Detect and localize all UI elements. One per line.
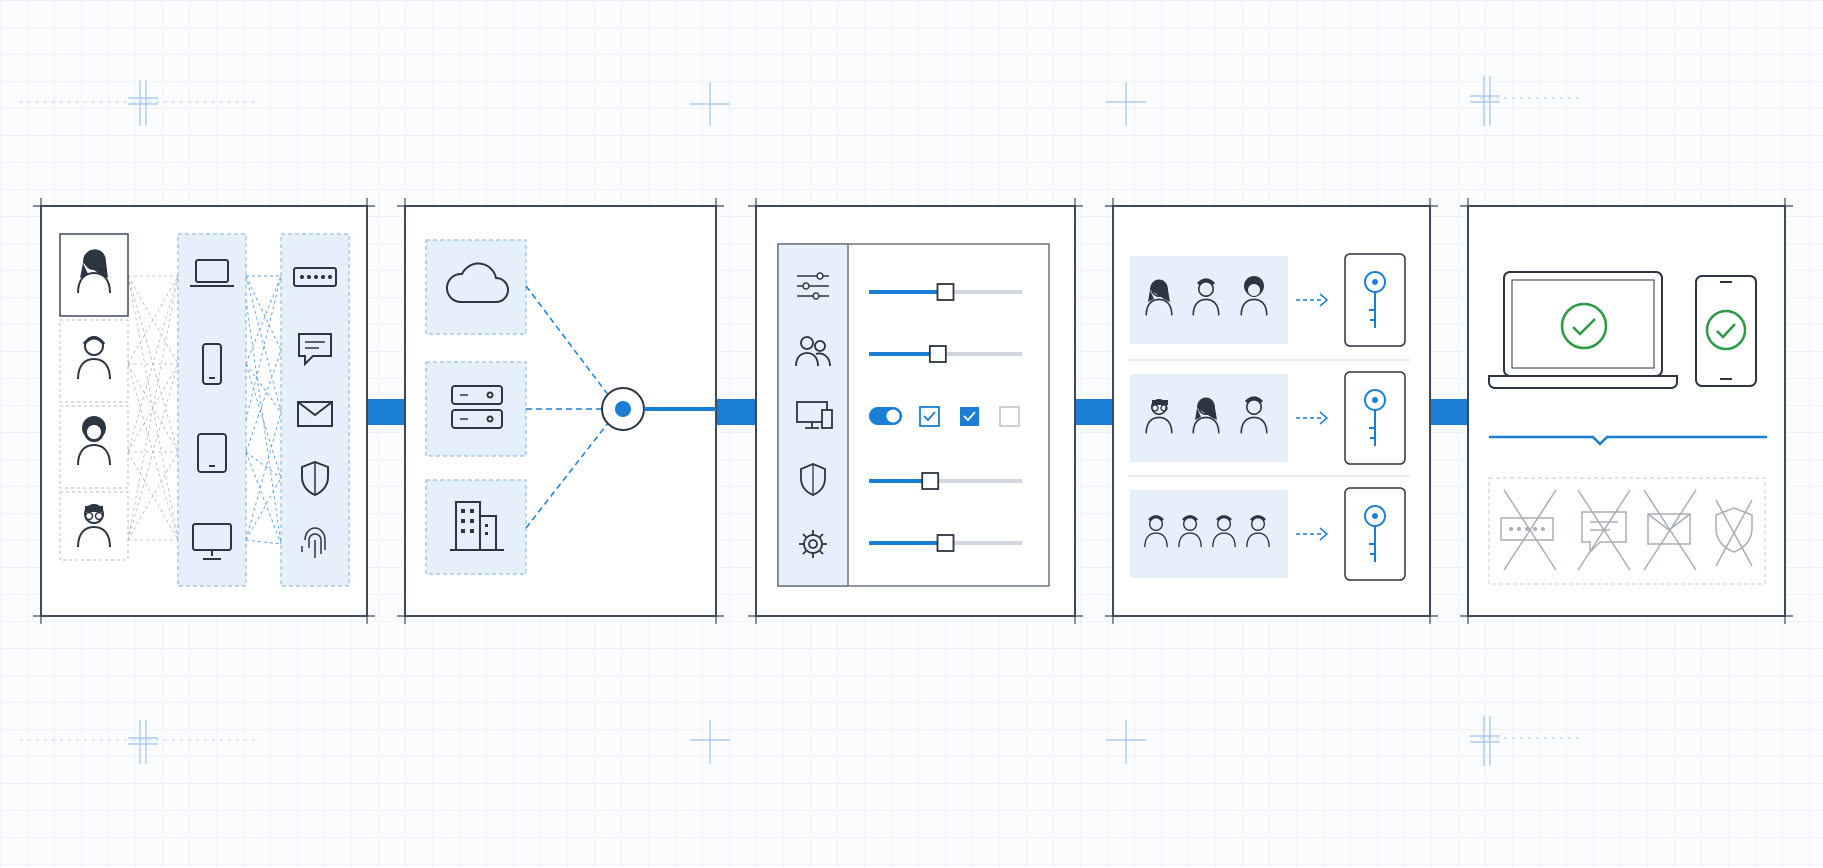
blocked-email-icon — [1643, 489, 1697, 571]
check-icon — [1560, 302, 1608, 350]
user-group-icon — [795, 336, 831, 367]
panel-identity-sources — [33, 198, 375, 624]
slider-handle — [928, 345, 947, 363]
blocked-shield-icon — [1715, 499, 1753, 567]
user-curly-hair-icon — [76, 416, 112, 467]
desktop-icon — [192, 523, 232, 560]
cloud-icon — [445, 262, 509, 303]
selected-user-cell — [59, 233, 129, 317]
user-man-icon — [76, 335, 112, 381]
reg-mark-top-center — [690, 82, 730, 126]
shield-icon — [800, 463, 826, 496]
group-members — [1144, 515, 1270, 548]
verified-laptop-icon — [1488, 271, 1678, 389]
panel-verified-devices — [1460, 198, 1793, 624]
checkbox-checked-outline[interactable] — [919, 406, 940, 427]
settings-sidebar — [777, 243, 849, 587]
slider-handle — [936, 534, 955, 552]
slider-handle — [921, 472, 940, 490]
server-icon — [451, 385, 503, 429]
reg-mark-bottom-right-a — [1106, 720, 1146, 764]
access-key-icon — [1344, 371, 1406, 465]
devices-column — [177, 233, 247, 587]
slider[interactable] — [869, 472, 1022, 490]
identity-hub — [601, 387, 645, 431]
connectors — [367, 399, 1468, 425]
access-key-icon — [1344, 487, 1406, 581]
frame-ticks — [748, 198, 1083, 624]
reg-mark-top-left — [20, 80, 260, 126]
phone-icon — [202, 343, 222, 385]
registration-marks — [20, 76, 1580, 766]
panel-policy-settings — [748, 198, 1083, 624]
frame-ticks — [397, 198, 724, 624]
source-tiles — [425, 239, 527, 575]
slider-controls — [869, 283, 1022, 552]
user-glasses-icon — [76, 503, 112, 549]
mesh-lines — [127, 275, 179, 541]
blocked-password-icon — [1500, 489, 1557, 571]
group-row — [1130, 487, 1406, 581]
sliders-icon — [797, 272, 829, 300]
devices-icon — [796, 401, 833, 429]
reg-mark-top-right-b — [1470, 76, 1580, 126]
gear-icon — [799, 530, 827, 558]
message-icon — [298, 333, 332, 367]
reg-mark-top-right-a — [1106, 82, 1146, 126]
office-building-icon — [450, 501, 504, 551]
verified-phone-icon — [1695, 275, 1757, 387]
group-row — [1130, 371, 1406, 465]
source-links — [525, 285, 613, 529]
user-woman-icon — [76, 249, 112, 295]
email-icon — [297, 401, 333, 427]
check-icon — [1705, 309, 1747, 351]
frame-ticks — [1460, 198, 1793, 624]
password-icon — [293, 267, 337, 287]
slider-handle — [936, 283, 955, 301]
checkbox-checked-filled[interactable] — [960, 407, 979, 426]
reg-mark-bottom-center — [690, 720, 730, 764]
reg-mark-bottom-right-b — [1470, 716, 1580, 766]
panel-directory-sources — [397, 198, 724, 624]
slider[interactable] — [869, 345, 1022, 363]
tablet-icon — [197, 433, 227, 473]
connector-2-3 — [716, 399, 756, 425]
slider[interactable] — [869, 283, 1022, 301]
fingerprint-icon — [301, 527, 326, 558]
blocked-message-icon — [1577, 489, 1631, 571]
panel-frame — [1467, 205, 1786, 617]
frame-ticks — [33, 198, 375, 624]
group-members — [1145, 396, 1268, 435]
connector-3-4 — [1075, 399, 1113, 425]
connector-4-5 — [1430, 399, 1468, 425]
shield-icon — [301, 460, 329, 497]
access-key-icon — [1344, 253, 1406, 347]
mesh-lines-blue — [245, 275, 282, 545]
panel-group-access — [1105, 198, 1438, 624]
frame-ticks — [1105, 198, 1438, 624]
connector-1-2 — [367, 399, 405, 425]
reg-mark-bottom-left — [20, 720, 260, 764]
divider-line — [1489, 435, 1767, 446]
group-row — [1130, 253, 1406, 347]
slider[interactable] — [869, 534, 1022, 552]
group-members — [1145, 276, 1268, 317]
blocked-methods-box — [1488, 477, 1766, 585]
checkbox-unchecked[interactable] — [999, 406, 1020, 427]
laptop-icon — [190, 259, 234, 287]
row-dividers — [1128, 359, 1410, 477]
toggle-switch[interactable] — [869, 407, 902, 425]
